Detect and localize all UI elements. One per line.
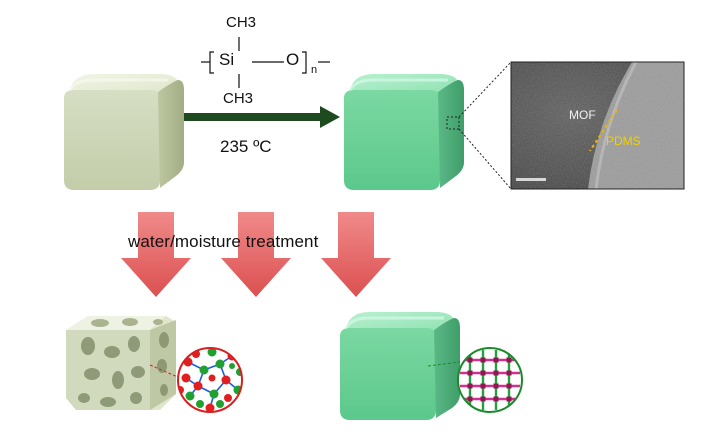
process-arrow — [184, 106, 340, 128]
intact-structure-zoom — [457, 347, 523, 413]
intact-zoom-guide — [427, 361, 461, 367]
temperature-label: 235 ºC — [220, 137, 272, 156]
treatment-arrow-middle — [221, 212, 291, 297]
degraded-mof-cube — [66, 316, 176, 410]
tem-frame — [510, 61, 685, 190]
pristine-mof-cube — [64, 74, 184, 190]
treatment-label: water/moisture treatment — [128, 232, 319, 251]
intact-coated-mof-cube — [340, 312, 460, 420]
zoom-indicator — [446, 61, 512, 190]
treatment-arrow-right — [321, 212, 391, 297]
degraded-structure-zoom — [177, 347, 243, 413]
formula-ch3-bottom: CH3 — [223, 90, 254, 107]
treatment-arrow-left — [121, 212, 191, 297]
pdms-repeat-unit — [201, 37, 330, 88]
formula-ch3-top: CH3 — [226, 14, 257, 31]
formula-si: Si — [219, 50, 235, 69]
tem-micrograph — [511, 62, 684, 189]
formula-subscript-n: n — [311, 64, 318, 76]
tem-mof-label: MOF — [569, 108, 596, 122]
tem-pdms-label: PDMS — [606, 134, 641, 148]
formula-o: O — [286, 50, 300, 69]
pdms-coated-mof-cube — [344, 74, 464, 190]
degraded-zoom-guide — [149, 364, 181, 379]
